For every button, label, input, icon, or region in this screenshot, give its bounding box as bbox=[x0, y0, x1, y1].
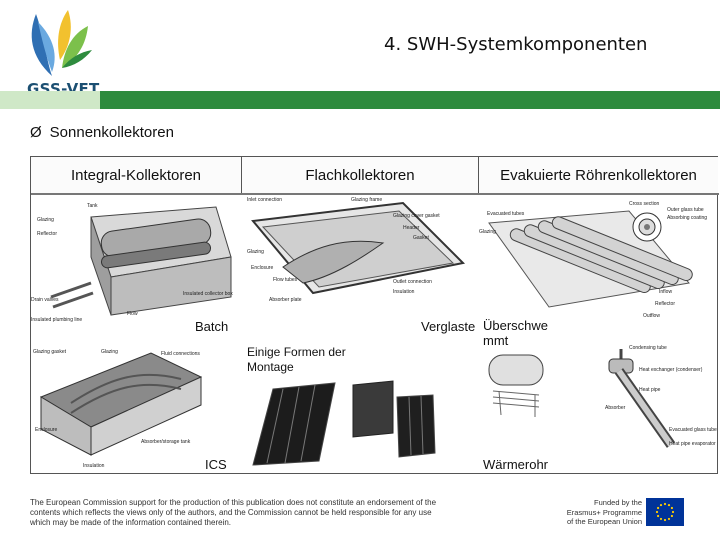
diagram-label: Flow tubes bbox=[273, 277, 298, 283]
eu-star bbox=[663, 502, 667, 506]
slide-title: 4. SWH-Systemkomponenten bbox=[384, 34, 648, 55]
eu-star bbox=[667, 517, 671, 521]
eu-star bbox=[659, 517, 663, 521]
diagram-label: Fluid connections bbox=[161, 351, 200, 357]
diagram-label: Absorber bbox=[605, 405, 626, 411]
caption-waermerohr: Wärmerohr bbox=[483, 457, 549, 472]
diagram-label: Absorber/storage tank bbox=[141, 439, 191, 445]
diagram-label: Evacuated glass tube bbox=[669, 427, 717, 433]
header-integral: Integral-Kollektoren bbox=[31, 157, 241, 193]
diagram-label: Heat pipe bbox=[639, 387, 661, 393]
diagram-label: Insulated collector box bbox=[183, 291, 233, 297]
caption-ueberschwemmt: Überschwe mmt bbox=[483, 318, 549, 348]
funded-by-text: Funded by the Erasmus+ Programme of the … bbox=[566, 498, 642, 526]
caption-montage: Einige Formen der Montage bbox=[247, 345, 346, 374]
eu-star bbox=[670, 506, 674, 510]
diagram-label: Inlet connection bbox=[247, 197, 282, 203]
diagram-label: Enclosure bbox=[251, 265, 273, 271]
diagram-label: Glazing bbox=[37, 217, 54, 223]
diagram-label: Glazing bbox=[247, 249, 264, 255]
caption-verglaste: Verglaste bbox=[421, 319, 476, 334]
diagram-label: Enclosure bbox=[35, 427, 57, 433]
footer-disclaimer: The European Commission support for the … bbox=[30, 498, 437, 527]
flat-plate-collector-diagram bbox=[251, 201, 466, 295]
diagram-label: Absorbing coating bbox=[667, 215, 707, 221]
diagram-label: Gasket bbox=[413, 235, 429, 241]
section-heading-text: Sonnenkollektoren bbox=[49, 124, 174, 141]
eu-star bbox=[667, 503, 671, 507]
diagram-label: Heat exchanger (condenser) bbox=[639, 367, 703, 373]
leaf-icon bbox=[31, 10, 92, 76]
ics-labels: Glazing gasket Glazing Fluid connectionsEn… bbox=[33, 349, 200, 469]
diagram-label: Header bbox=[403, 225, 420, 231]
diagram-label: Glazing cover gasket bbox=[393, 213, 440, 219]
eu-star bbox=[670, 514, 674, 518]
ics-collector-diagram bbox=[39, 352, 203, 456]
diagram-label: Absorber plate bbox=[269, 297, 302, 303]
diagram-label: Insulation bbox=[83, 463, 105, 469]
diagram-label: Cross section bbox=[629, 201, 660, 207]
batch-collector-diagram bbox=[50, 206, 232, 316]
eu-flag-icon bbox=[646, 498, 684, 526]
diagram-label: Outflow bbox=[643, 313, 660, 319]
eu-star bbox=[659, 503, 663, 507]
collector-table: Integral-Kollektoren Flachkollektoren Ev… bbox=[30, 156, 719, 474]
diagram-label: Inflow bbox=[659, 289, 672, 295]
diagram-label: Flow bbox=[127, 311, 138, 317]
diagram-label: Evacuated tubes bbox=[487, 211, 525, 217]
header-evacuated: Evakuierte Röhrenkollektoren bbox=[479, 157, 718, 193]
evacuated-tube-diagram bbox=[488, 210, 693, 308]
diagram-label: Glazing bbox=[101, 349, 118, 355]
diagram-label: Reflector bbox=[37, 231, 57, 237]
caption-ics: ICS bbox=[205, 457, 227, 472]
diagram-label: Glazing gasket bbox=[33, 349, 67, 355]
diagram-label: Insulation bbox=[393, 289, 415, 295]
diagram-label: Outlet connection bbox=[393, 279, 432, 285]
diagram-label: Outer glass tube bbox=[667, 207, 704, 213]
bullet-arrow-icon: Ø bbox=[30, 124, 42, 141]
diagram-label: Tank bbox=[87, 203, 98, 209]
eu-star bbox=[655, 510, 659, 514]
diagram-label: Insulated plumbing line bbox=[31, 317, 82, 323]
diagram-label: Glazing frame bbox=[351, 197, 382, 203]
diagram-label: Heat pipe evaporator bbox=[669, 441, 716, 447]
diagram-label: Drain valves bbox=[31, 297, 59, 303]
diagram-label: Glazing bbox=[479, 229, 496, 235]
eu-star bbox=[656, 514, 660, 518]
header-bar bbox=[0, 91, 720, 109]
eu-star bbox=[663, 518, 667, 522]
diagram-label: Reflector bbox=[655, 301, 675, 307]
eu-star bbox=[671, 510, 675, 514]
heat-pipe-diagram bbox=[488, 349, 676, 448]
caption-batch: Batch bbox=[195, 319, 229, 334]
header-flat: Flachkollektoren bbox=[242, 157, 478, 193]
mounting-photos bbox=[252, 380, 436, 466]
section-heading: Ø Sonnenkollektoren bbox=[30, 124, 174, 141]
eu-star bbox=[656, 506, 660, 510]
diagram-label: Condensing tube bbox=[629, 345, 667, 351]
